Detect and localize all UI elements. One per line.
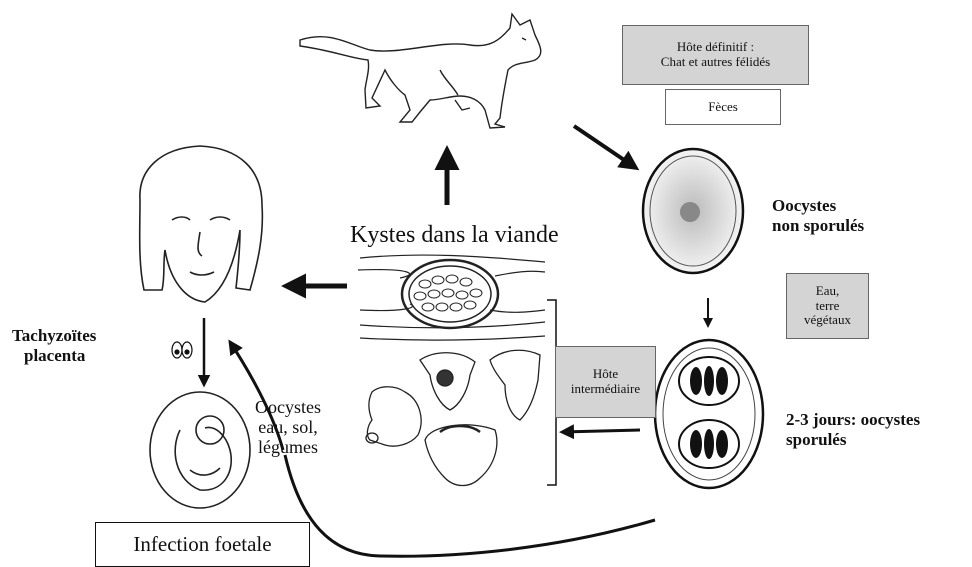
unsporulated-oocyst [643, 149, 743, 273]
intermediate-host-box: Hôte intermédiaire [555, 346, 656, 418]
sporulated-oocyst [655, 340, 763, 488]
muscle-cyst-illustration [358, 255, 545, 340]
sporulated-line1: 2-3 jours: oocystes [786, 410, 920, 430]
feces-box: Fèces [665, 89, 781, 125]
arrow-to-intermediate-host [562, 430, 640, 432]
arrow-to-oocyst [574, 126, 636, 168]
unsporulated-oocysts-label: Oocystes non sporulés [772, 196, 864, 237]
oocysts-env-line1: Oocystes [255, 398, 321, 418]
feces-label: Fèces [708, 99, 738, 115]
cat-illustration [300, 14, 541, 128]
definitive-host-line1: Hôte définitif : [677, 40, 754, 55]
sporulated-line2: sporulés [786, 430, 920, 450]
fetal-infection-label: Infection foetale [133, 532, 271, 557]
definitive-host-line2: Chat et autres félidés [661, 55, 770, 70]
tachyzoites-label: Tachyzoïtes placenta [12, 326, 96, 367]
bottom-loop-curve [285, 455, 655, 556]
unsporulated-line1: Oocystes [772, 196, 864, 216]
fetus-illustration [150, 392, 250, 508]
definitive-host-box: Hôte définitif : Chat et autres félidés [622, 25, 809, 85]
intermediate-host-line1: Hôte [593, 367, 618, 382]
soil-label: terre [816, 299, 840, 314]
water-soil-box: Eau, terre végétaux [786, 273, 869, 339]
tachyzoites-line2: placenta [12, 346, 96, 366]
oocysts-env-line2: eau, sol, [255, 418, 321, 438]
farm-animals-illustration [366, 350, 540, 485]
oocysts-environment-label: Oocystes eau, sol, légumes [255, 398, 321, 457]
tachyzoites-illustration [172, 342, 192, 358]
intermediate-host-line2: intermédiaire [571, 382, 640, 397]
unsporulated-line2: non sporulés [772, 216, 864, 236]
water-label: Eau, [816, 284, 839, 299]
fetal-infection-box: Infection foetale [95, 522, 310, 567]
plants-label: végétaux [804, 313, 851, 328]
tachyzoites-line1: Tachyzoïtes [12, 326, 96, 346]
cysts-in-meat-label: Kystes dans la viande [350, 222, 559, 249]
sporulated-oocysts-label: 2-3 jours: oocystes sporulés [786, 410, 920, 451]
woman-illustration [140, 146, 263, 302]
oocysts-env-line3: légumes [255, 438, 321, 458]
